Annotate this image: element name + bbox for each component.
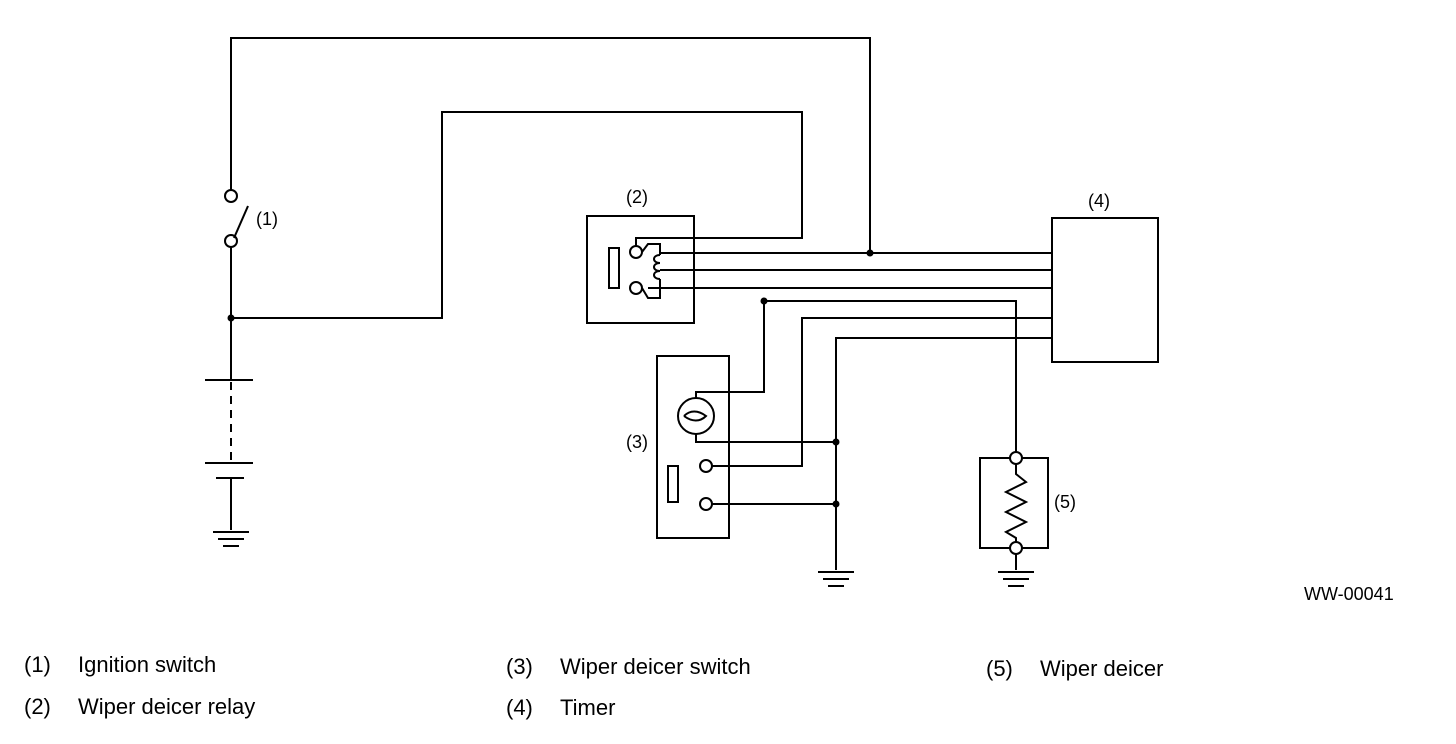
legend-text-5: Wiper deicer	[1040, 656, 1164, 681]
deicer-terminal-top	[1009, 451, 1023, 465]
relay-contact-lower	[629, 281, 643, 295]
legend-num-4: (4)	[506, 695, 533, 720]
switch-lamp	[677, 397, 715, 435]
label-timer: (4)	[1088, 191, 1110, 211]
legend-text-3: Wiper deicer switch	[560, 654, 751, 679]
switch-lamp-lead	[695, 434, 836, 443]
legend-text-1: Ignition switch	[78, 652, 217, 677]
wiring-diagram: (1) (2) (3) (4) (5) WW-00041	[205, 37, 1394, 604]
label-ignition-switch: (1)	[256, 209, 278, 229]
wire-battery-to-relay	[231, 111, 803, 319]
ground-symbol-deicer	[998, 571, 1034, 587]
wire-ignition-to-timer	[230, 37, 871, 253]
ignition-switch	[224, 189, 249, 248]
deicer-switch-box	[656, 355, 730, 539]
switch-lamp-filament	[683, 410, 708, 422]
relay-contact-bar	[608, 247, 620, 289]
switch-contact-bar	[667, 465, 679, 503]
timer-box	[1051, 217, 1159, 363]
wiper-deicer-box	[979, 457, 1049, 549]
wire-timer-to-switch-1	[712, 317, 1052, 467]
ground-symbol-battery	[213, 531, 249, 547]
battery-symbol	[205, 379, 253, 530]
deicer-terminal-bottom	[1009, 541, 1023, 555]
legend-num-3: (3)	[506, 654, 533, 679]
wire-timer-to-switch-2	[835, 337, 1052, 570]
switch-contact-upper	[699, 459, 713, 473]
relay-coil	[653, 254, 661, 280]
relay-contact-upper	[629, 245, 643, 259]
label-relay: (2)	[626, 187, 648, 207]
legend-text-2: Wiper deicer relay	[78, 694, 256, 719]
deicer-resistor	[1003, 464, 1029, 542]
switch-contact-lower	[699, 497, 713, 511]
legend-num-5: (5)	[986, 656, 1013, 681]
junction-dots	[227, 249, 874, 508]
ground-symbol-switch	[818, 571, 854, 587]
wire-to-deicer	[764, 300, 1017, 452]
label-wiper-deicer: (5)	[1054, 492, 1076, 512]
legend-num-2: (2)	[24, 694, 51, 719]
legend-text-4: Timer	[560, 695, 616, 720]
figure-code: WW-00041	[1304, 584, 1394, 604]
relay-internal-upper	[641, 243, 661, 255]
label-deicer-switch: (3)	[626, 432, 648, 452]
legend-num-1: (1)	[24, 652, 51, 677]
